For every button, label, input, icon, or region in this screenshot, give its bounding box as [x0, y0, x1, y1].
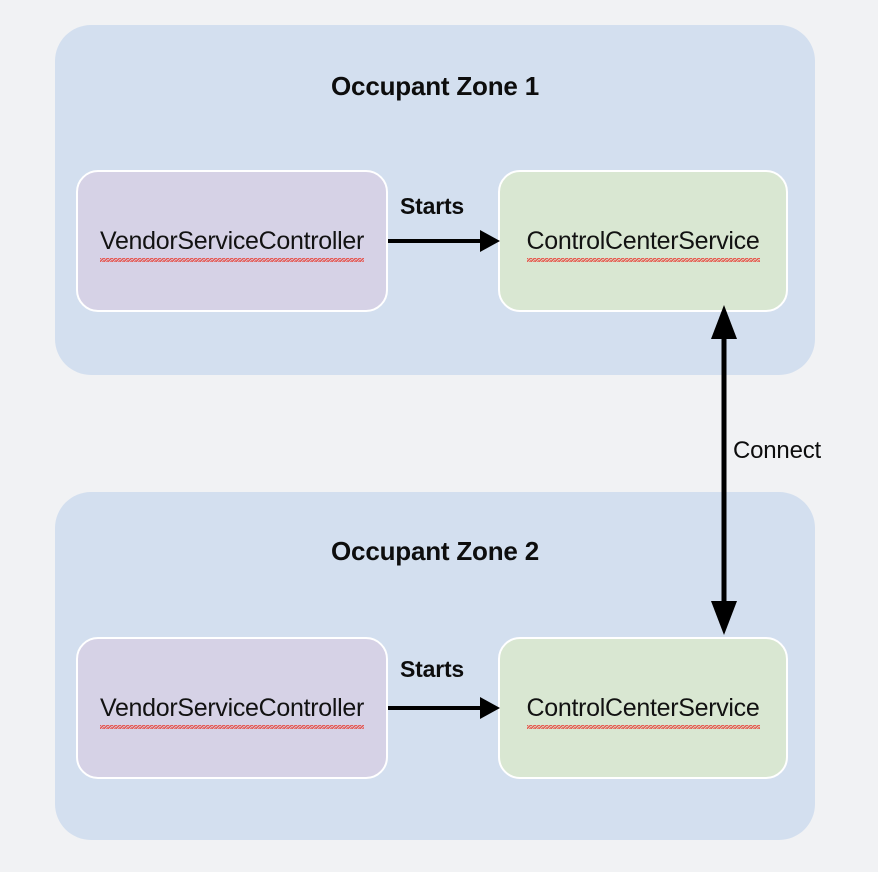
node-label: VendorServiceController: [99, 226, 365, 262]
node-control-center-service-1[interactable]: ControlCenterService: [498, 170, 788, 312]
node-vendor-service-controller-1[interactable]: VendorServiceController: [76, 170, 388, 312]
node-label: ControlCenterService: [526, 693, 760, 729]
edge-label-starts-1: Starts: [400, 193, 464, 219]
node-vendor-service-controller-2[interactable]: VendorServiceController: [76, 637, 388, 779]
zone-title-1: Occupant Zone 1: [331, 71, 539, 101]
node-label: ControlCenterService: [526, 226, 760, 262]
node-label: VendorServiceController: [99, 693, 365, 729]
zone-title-2: Occupant Zone 2: [331, 536, 539, 566]
edge-label-starts-2: Starts: [400, 656, 464, 682]
edge-label-connect: Connect: [733, 437, 821, 464]
node-control-center-service-2[interactable]: ControlCenterService: [498, 637, 788, 779]
